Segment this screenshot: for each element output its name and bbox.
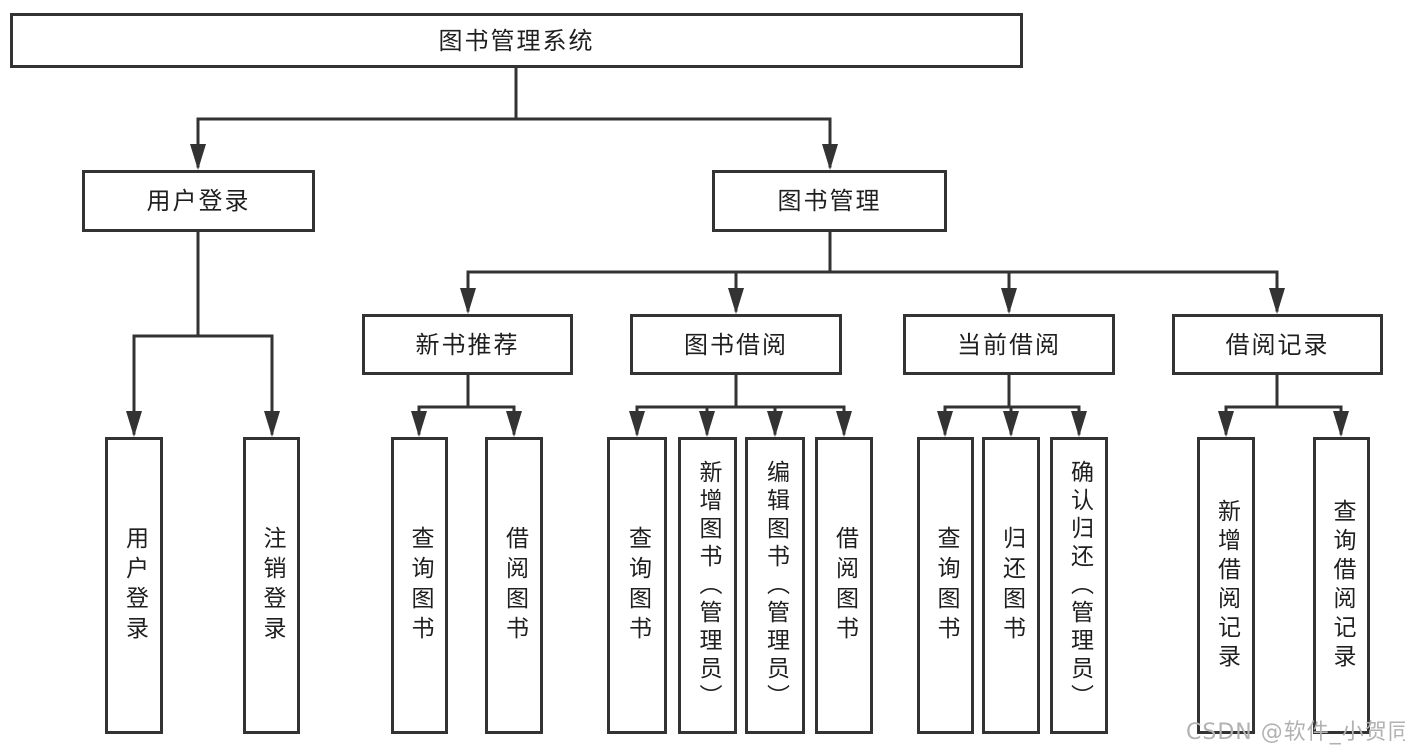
node-label: 当前借阅 [957,330,1061,359]
node-label: 图书借阅 [684,330,788,359]
node-query-borrow-record: 查询借阅记录 [1313,437,1370,734]
node-library-management-system: 图书管理系统 [10,13,1023,68]
node-recommend-borrow-books: 借阅图书 [485,437,543,734]
node-borrowing-query-books: 查询图书 [607,437,667,734]
node-label: 注销登录 [259,525,285,646]
csdn-watermark: CSDN @软件_小贺同学 [1186,720,1405,745]
node-label: 借阅图书 [831,525,858,646]
node-current-query-books: 查询图书 [917,437,974,734]
node-user-login: 用户登录 [82,170,315,232]
node-return-books: 归还图书 [982,437,1040,734]
node-add-books-admin: 新增图书（管理员） [678,437,737,734]
node-label: 图书管理 [777,187,882,215]
node-label: 新书推荐 [415,330,520,359]
node-edit-books-admin: 编辑图书（管理员） [745,437,805,734]
node-add-borrow-record: 新增借阅记录 [1197,437,1255,734]
node-label: 查询借阅记录 [1329,498,1355,673]
node-label: 确认归还（管理员） [1066,459,1093,712]
node-label: 新增借阅记录 [1213,498,1240,673]
node-confirm-return-admin: 确认归还（管理员） [1050,437,1108,734]
node-label: 新增图书（管理员） [695,459,721,712]
node-label: 查询图书 [624,525,651,646]
node-label: 归还图书 [998,525,1025,646]
node-book-borrowing: 图书借阅 [630,314,842,375]
node-new-book-recommend: 新书推荐 [362,314,573,375]
node-label: 查询图书 [407,525,433,646]
node-borrowing-records: 借阅记录 [1172,314,1383,375]
node-borrowing-borrow-books: 借阅图书 [815,437,873,734]
node-book-management: 图书管理 [712,170,947,232]
node-label: 用户登录 [121,525,148,646]
node-label: 查询图书 [933,525,959,646]
node-label: 编辑图书（管理员） [762,459,789,712]
node-label: 借阅图书 [501,525,528,646]
node-label: 借阅记录 [1225,330,1330,359]
node-recommend-query-books: 查询图书 [391,437,448,734]
node-leaf-user-login: 用户登录 [105,437,163,734]
node-label: 图书管理系统 [438,26,595,55]
node-current-borrowing: 当前借阅 [903,314,1115,375]
node-label: 用户登录 [146,187,251,215]
node-leaf-logout: 注销登录 [243,437,300,734]
